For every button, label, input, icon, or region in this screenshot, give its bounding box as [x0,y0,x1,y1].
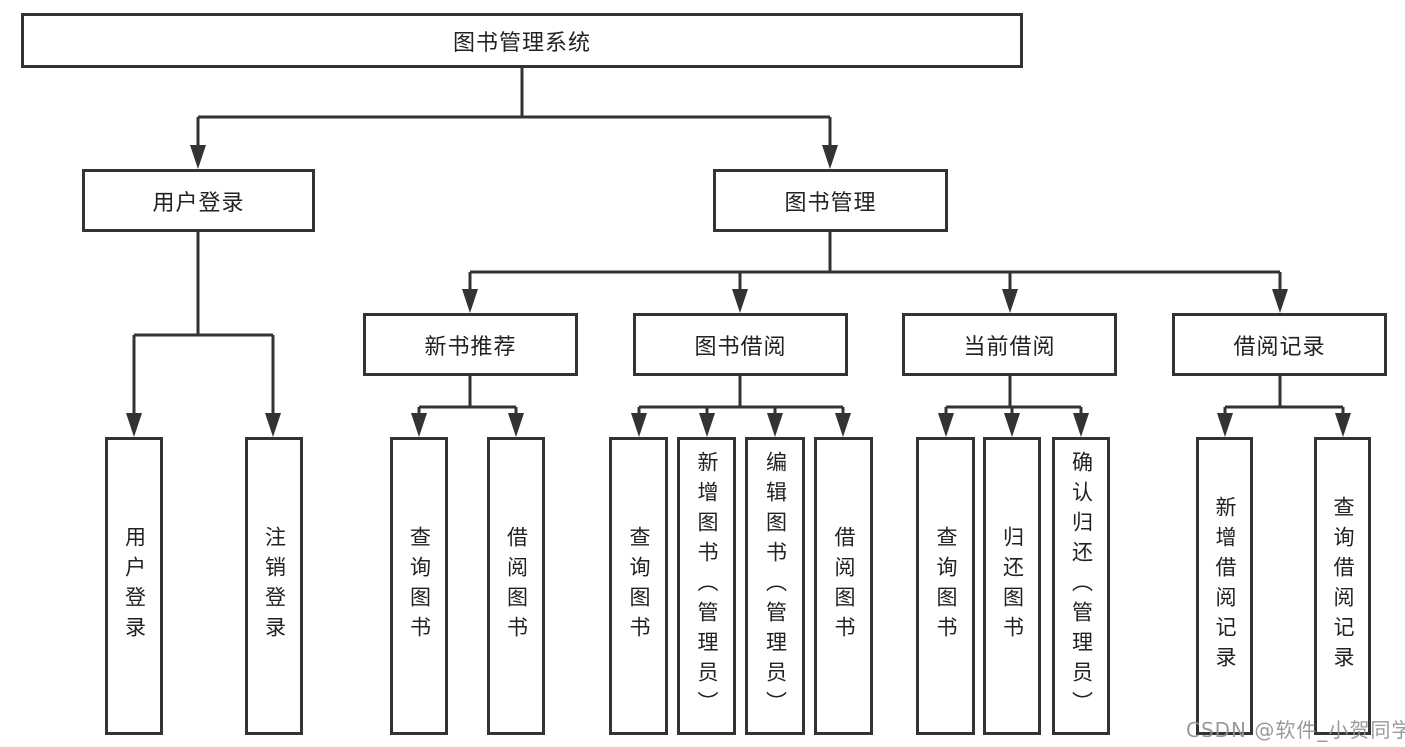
node-root-label: 图书管理系统 [452,30,591,56]
connector-book-borrow-to-leaves [631,376,851,437]
leaf-newbook-query: 查询图书 [390,437,448,735]
leaf-borrow-edit: 编辑图书（管理员） [745,437,805,735]
node-book-mgmt-label: 图书管理 [784,190,877,216]
leaf-logout-label: 注销登录 [262,526,287,646]
leaf-borrow-add-label: 新增图书（管理员） [695,451,719,721]
connector-root-to-level1 [190,68,838,169]
leaf-borrow-query: 查询图书 [609,437,668,735]
csdn-watermark: CSDN @软件_小贺同学 [1186,718,1405,742]
node-new-book-label: 新书推荐 [424,334,517,360]
node-current-borrow: 当前借阅 [902,313,1117,376]
leaf-current-confirm-label: 确认归还（管理员） [1069,451,1094,721]
node-new-book: 新书推荐 [363,313,578,376]
leaf-current-query: 查询图书 [916,437,975,735]
node-borrow-record-label: 借阅记录 [1233,334,1326,360]
leaf-current-return-label: 归还图书 [1000,526,1025,646]
connector-borrow-record-to-leaves [1217,376,1351,437]
leaf-borrow-query-label: 查询图书 [627,526,651,646]
leaf-newbook-query-label: 查询图书 [407,526,432,646]
leaf-record-add-label: 新增借阅记录 [1213,496,1237,676]
leaf-logout: 注销登录 [245,437,303,735]
leaf-user-login: 用户登录 [105,437,163,735]
leaf-newbook-borrow: 借阅图书 [487,437,545,735]
connector-user-login-to-leaves [126,232,281,437]
connector-new-book-to-leaves [411,376,524,437]
leaf-borrow-edit-label: 编辑图书（管理员） [763,451,788,721]
node-current-borrow-label: 当前借阅 [963,334,1056,360]
leaf-record-add: 新增借阅记录 [1196,437,1253,735]
node-book-borrow-label: 图书借阅 [694,334,787,360]
node-root: 图书管理系统 [21,13,1023,68]
leaf-current-confirm: 确认归还（管理员） [1052,437,1110,735]
node-user-login-label: 用户登录 [152,190,245,216]
node-book-mgmt: 图书管理 [713,169,948,232]
leaf-record-query: 查询借阅记录 [1314,437,1371,735]
node-user-login: 用户登录 [82,169,315,232]
leaf-newbook-borrow-label: 借阅图书 [504,526,529,646]
leaf-borrow-book: 借阅图书 [814,437,873,735]
leaf-borrow-add: 新增图书（管理员） [677,437,736,735]
node-book-borrow: 图书借阅 [633,313,848,376]
leaf-record-query-label: 查询借阅记录 [1331,496,1355,676]
leaf-current-query-label: 查询图书 [934,526,958,646]
connector-current-borrow-to-leaves [938,376,1089,437]
leaf-user-login-label: 用户登录 [122,526,147,646]
leaf-borrow-book-label: 借阅图书 [832,526,856,646]
leaf-current-return: 归还图书 [983,437,1041,735]
connector-book-mgmt-to-level2 [462,232,1288,313]
node-borrow-record: 借阅记录 [1172,313,1387,376]
